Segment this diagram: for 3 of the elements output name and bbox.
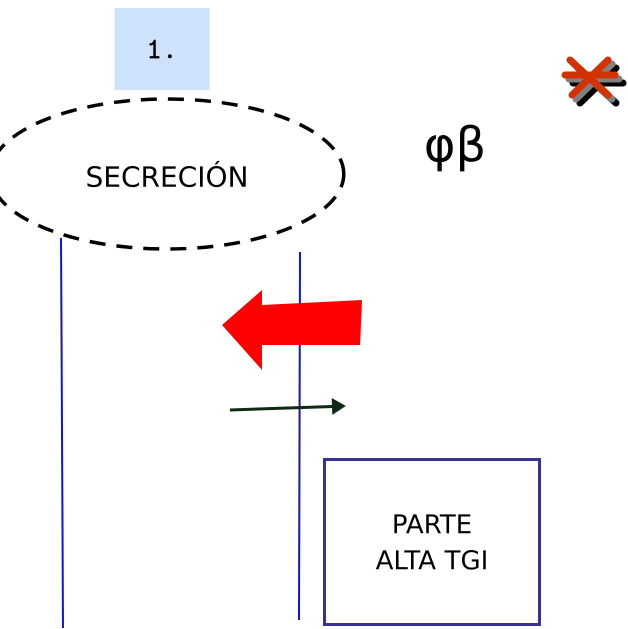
text-box: PARTE ALTA TGI [323, 458, 541, 626]
handwritten-symbol: φβ [426, 124, 483, 172]
step-number-box: 1. [114, 8, 210, 90]
